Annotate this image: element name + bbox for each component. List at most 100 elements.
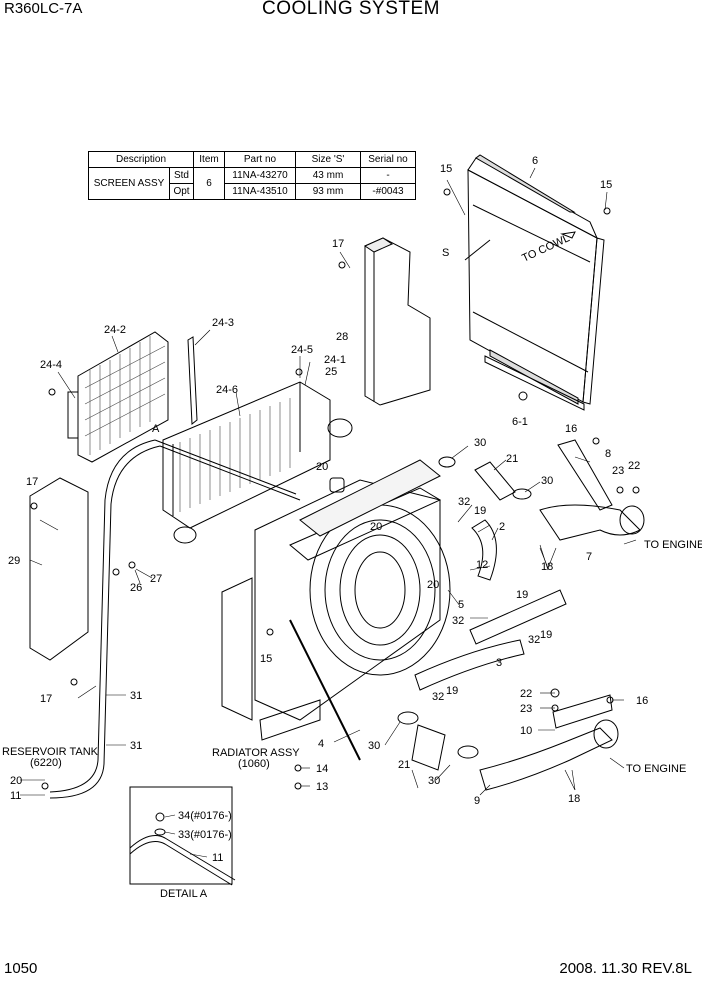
part-label: 34(#0176-)	[178, 810, 232, 822]
part-label: 4	[318, 738, 324, 750]
reservoir-tube-drawing	[49, 439, 301, 799]
bracket-24-3-drawing	[187, 336, 198, 426]
part-label: 30	[474, 437, 486, 449]
screen-spec-table: Description Item Part no Size 'S' Serial…	[88, 151, 416, 200]
radiator-assy-label: RADIATOR ASSY	[212, 747, 300, 759]
part-label: 8	[605, 448, 611, 460]
part-label: 6-1	[512, 416, 528, 428]
part-label: 11	[212, 852, 223, 864]
part-label: 24-5	[291, 344, 313, 356]
part-label: 10	[520, 725, 532, 737]
part-label: 26	[130, 582, 142, 594]
part-label: 24-1	[324, 354, 346, 366]
screen-24-2-drawing	[67, 331, 169, 463]
leader-lines	[20, 167, 637, 858]
cell-serial: -#0043	[360, 183, 416, 200]
to-engine-upper-label: TO ENGINE	[644, 539, 702, 551]
cell-description: SCREEN ASSY	[88, 167, 170, 200]
part-label: 32	[528, 634, 540, 646]
reservoir-tank-ref: (6220)	[30, 757, 62, 769]
part-label: 21	[398, 759, 410, 771]
radiator-assy-ref: (1060)	[238, 758, 270, 770]
part-label: 2	[499, 521, 505, 533]
part-label: A	[152, 423, 160, 435]
part-label: 31	[130, 690, 142, 702]
part-label: 19	[446, 685, 458, 697]
part-label: 25	[325, 366, 337, 378]
part-label: 20	[10, 775, 22, 787]
part-label: 32	[458, 496, 470, 508]
part-label: 20	[427, 579, 439, 591]
part-label: 16	[565, 423, 577, 435]
part-label: 18	[568, 793, 580, 805]
hose-pipes-drawing	[397, 439, 645, 791]
cell-item: 6	[193, 167, 225, 200]
part-label: 11	[10, 790, 21, 802]
cell-variant: Opt	[169, 183, 194, 200]
part-label: 24-4	[40, 359, 62, 371]
table-row: SCREEN ASSY Std 6 11NA-43270 43 mm -	[88, 167, 416, 200]
shroud-29-drawing	[29, 477, 89, 661]
part-label: 17	[40, 693, 52, 705]
part-label: 23	[612, 465, 624, 477]
part-label: 27	[150, 573, 162, 585]
part-label: 13	[316, 781, 328, 793]
part-label: 31	[130, 740, 142, 752]
part-label: 18	[541, 561, 553, 573]
part-label: 30	[541, 475, 553, 487]
part-label: 23	[520, 703, 532, 715]
part-label: 12	[476, 559, 488, 571]
hardware-fasteners	[30, 188, 640, 790]
part-label: 17	[26, 476, 38, 488]
part-label: 19	[516, 589, 528, 601]
part-label: 30	[428, 775, 440, 787]
detail-a-box	[129, 786, 233, 885]
part-label: 14	[316, 763, 328, 775]
part-label: 15	[440, 163, 452, 175]
part-labels: 15 6 15 17 28 24-2 24-3 24-4 24-5 24-1 2…	[2, 155, 702, 900]
oil-cooler-drawing	[162, 381, 353, 544]
table-row: Opt 11NA-43510 93 mm -#0043	[89, 183, 416, 200]
shroud-28-drawing	[363, 237, 431, 406]
part-label: 15	[600, 179, 612, 191]
part-label: 32	[452, 615, 464, 627]
screen-assy-drawing	[464, 154, 605, 411]
part-label: 28	[336, 331, 348, 343]
part-label: 24-3	[212, 317, 234, 329]
part-label: 32	[432, 691, 444, 703]
part-label: 16	[636, 695, 648, 707]
part-label: 9	[474, 795, 480, 807]
part-label: 20	[316, 461, 328, 473]
part-label: 6	[532, 155, 538, 167]
part-label: 17	[332, 238, 344, 250]
revision-date: 2008. 11.30 REV.8L	[559, 960, 692, 977]
part-label: 21	[506, 453, 518, 465]
part-label: 19	[474, 505, 486, 517]
detail-a-label: DETAIL A	[160, 888, 208, 900]
to-cowl-label: TO COWL	[520, 232, 571, 264]
cell-size: 93 mm	[295, 183, 361, 200]
cell-part-no: 11NA-43510	[224, 183, 296, 200]
page-title: COOLING SYSTEM	[261, 0, 441, 19]
to-engine-lower-label: TO ENGINE	[626, 763, 686, 775]
part-label: 22	[520, 688, 532, 700]
part-label: 22	[628, 460, 640, 472]
part-label: 7	[586, 551, 592, 563]
part-label: 24-2	[104, 324, 126, 336]
s-dimension-label: S	[442, 247, 449, 259]
radiator-assy-drawing	[221, 459, 451, 741]
part-label: 15	[260, 653, 272, 665]
part-label: 3	[496, 657, 502, 669]
part-label: 29	[8, 555, 20, 567]
part-label: 20	[370, 521, 382, 533]
model-number: R360LC-7A	[4, 0, 83, 17]
part-label: 19	[540, 629, 552, 641]
page-number: 1050	[4, 960, 38, 977]
reservoir-tank-label: RESERVOIR TANK	[2, 746, 99, 758]
part-label: 33(#0176-)	[178, 829, 232, 841]
part-label: 5	[458, 599, 464, 611]
part-label: 30	[368, 740, 380, 752]
support-rod-drawing	[289, 619, 361, 761]
part-label: 24-6	[216, 384, 238, 396]
